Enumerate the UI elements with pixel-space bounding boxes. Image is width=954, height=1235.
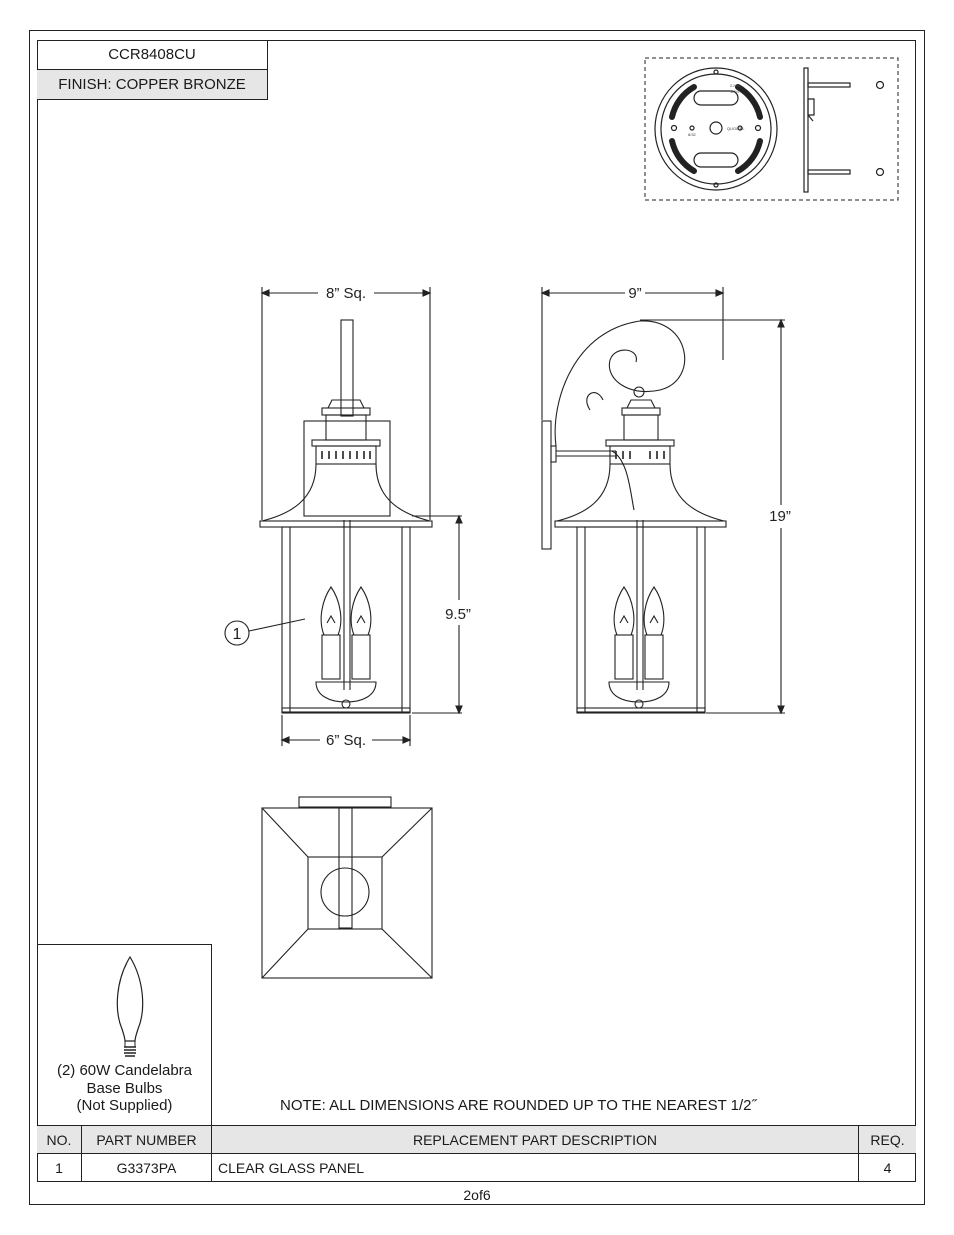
drawing-sheet-outer [29, 30, 925, 1205]
dim-body-height: 9.5” [445, 606, 471, 623]
header-no: NO. [37, 1126, 82, 1153]
page-number: 2of6 [463, 1187, 491, 1203]
plate-text-top2: 1/4in [730, 89, 739, 94]
row-description: CLEAR GLASS PANEL [212, 1154, 859, 1182]
dim-projection: 9” [628, 285, 641, 302]
bulb-line-3: (Not Supplied) [76, 1097, 173, 1114]
dimension-note: NOTE: ALL DIMENSIONS ARE ROUNDED UP TO T… [280, 1097, 757, 1114]
parts-table: NO. PART NUMBER REPLACEMENT PART DESCRIP… [37, 1125, 916, 1182]
row-part-number: G3373PA [82, 1154, 212, 1182]
candelabra-bulb-icon [116, 955, 144, 1057]
table-header-row: NO. PART NUMBER REPLACEMENT PART DESCRIP… [37, 1126, 916, 1154]
top-plan-view [261, 796, 433, 979]
mounting-plate-icon [654, 67, 778, 191]
dim-width-bottom: 6” Sq. [326, 732, 366, 749]
header-req: REQ. [859, 1126, 916, 1153]
plate-text-top: 2-Hole [730, 83, 743, 88]
dim-overall-height: 19” [769, 508, 791, 525]
table-row: 1 G3373PA CLEAR GLASS PANEL 4 [37, 1154, 916, 1182]
dim-width-top: 8” Sq. [326, 285, 366, 302]
model-number: CCR8408CU [37, 40, 268, 70]
bulb-line-2: Base Bulbs [86, 1080, 163, 1097]
drawing-sheet-inner [37, 40, 916, 1182]
callout-number: 1 [233, 626, 242, 643]
bulb-info-box: (2) 60W Candelabra Base Bulbs (Not Suppl… [37, 944, 212, 1126]
header-description: REPLACEMENT PART DESCRIPTION [212, 1126, 859, 1153]
row-no: 1 [37, 1154, 82, 1182]
side-elevation-view: 9” 19” [540, 285, 791, 715]
row-req: 4 [883, 1160, 892, 1176]
finish-label: FINISH: COPPER BRONZE [37, 69, 268, 100]
front-elevation-view: 8” Sq. 9.5” 6” Sq. 1 [224, 285, 471, 749]
plate-side-view-icon [803, 67, 885, 193]
header-part-number: PART NUMBER [82, 1126, 212, 1153]
bulb-line-1: (2) 60W Candelabra [56, 1062, 193, 1079]
plate-text-left: 8/32 [688, 132, 697, 137]
plate-text-brand: QUOIZEL [727, 126, 745, 131]
mounting-hardware-detail: 2-Hole 1/4in 8/32 QUOIZEL [644, 57, 899, 201]
